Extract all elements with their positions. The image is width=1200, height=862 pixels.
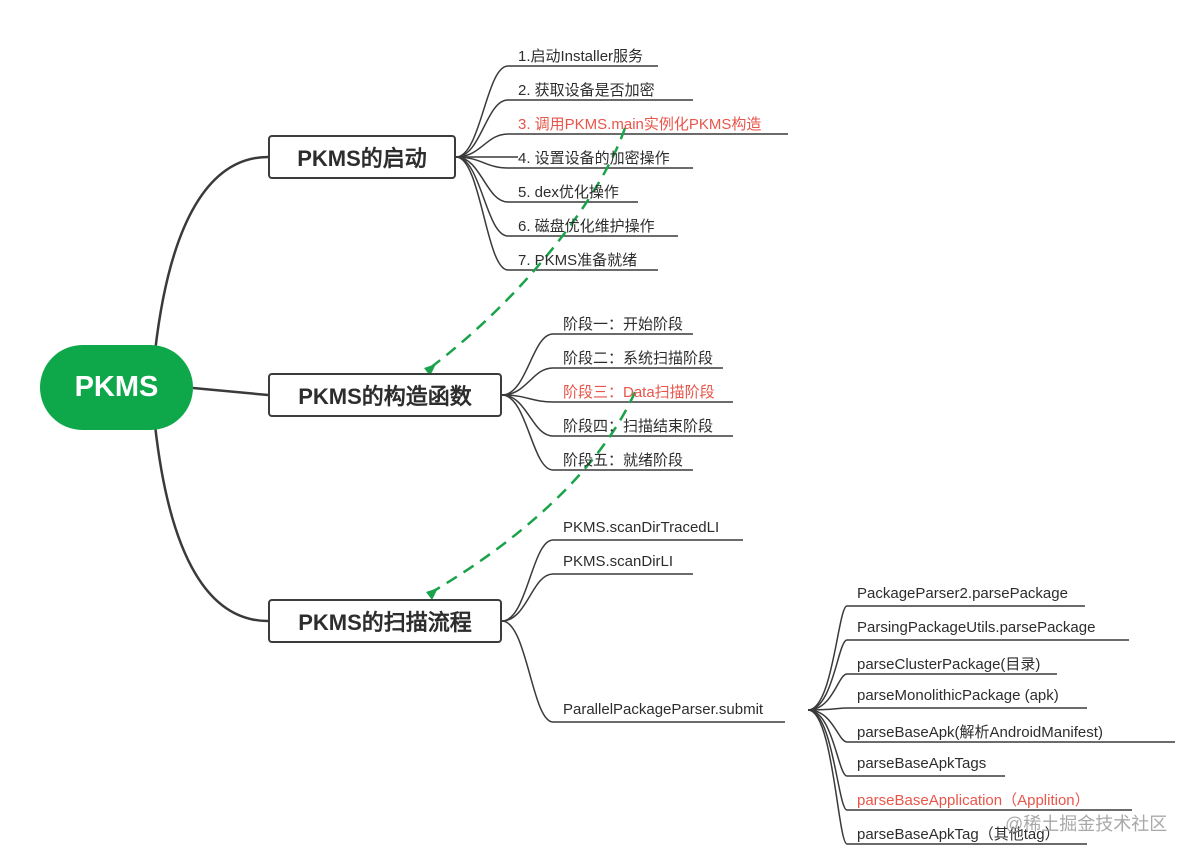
leaf-connector <box>455 65 658 158</box>
leaf-node[interactable]: 阶段五：就绪阶段 <box>563 452 684 469</box>
root-node[interactable]: PKMS <box>40 345 193 430</box>
leaf-node[interactable]: 7. PKMS准备就绪 <box>518 252 638 269</box>
link-root-constructor <box>192 386 269 397</box>
leaf-connector <box>807 709 1005 777</box>
arrowhead-icon <box>426 588 438 600</box>
leaf-node[interactable]: 6. 磁盘优化维护操作 <box>518 218 655 235</box>
arrowhead-icon <box>424 364 436 376</box>
branch-pkms-startup[interactable]: PKMS的启动 <box>268 135 456 179</box>
leaf-node[interactable]: parseMonolithicPackage (apk) <box>857 687 1059 704</box>
leaf-node[interactable]: 1.启动Installer服务 <box>518 48 644 65</box>
leaf-connector <box>501 394 693 471</box>
leaf-connector <box>501 620 785 723</box>
leaf-node[interactable]: parseBaseApkTag（其他tag） <box>857 826 1060 843</box>
leaf-node[interactable]: 4. 设置设备的加密操作 <box>518 150 670 167</box>
leaf-connector <box>807 605 1085 711</box>
leaf-connector <box>807 709 1175 743</box>
branch-pkms-constructor[interactable]: PKMS的构造函数 <box>268 373 502 417</box>
leaf-connector <box>501 394 733 403</box>
relationship-arrow-2 <box>431 391 637 594</box>
leaf-node[interactable]: PKMS.scanDirLI <box>563 553 674 570</box>
leaf-node[interactable]: ParallelPackageParser.submit <box>563 701 764 718</box>
leaf-connector <box>501 367 723 396</box>
watermark: @稀土掘金技术社区 <box>1005 814 1168 834</box>
relationship-arrow-1 <box>429 127 627 369</box>
leaf-node[interactable]: PackageParser2.parsePackage <box>857 585 1068 602</box>
leaf-connector <box>501 539 743 622</box>
leaf-node[interactable]: ParsingPackageUtils.parsePackage <box>857 619 1096 636</box>
leaf-node[interactable]: 阶段四：扫描结束阶段 <box>563 418 714 435</box>
leaf-connector <box>455 99 693 158</box>
link-root-startup <box>153 155 269 353</box>
leaf-node[interactable]: 阶段三：Data扫描阶段 <box>563 384 715 401</box>
leaf-connector <box>455 156 658 271</box>
leaf-connector <box>807 709 1087 845</box>
leaf-node[interactable]: PKMS.scanDirTracedLI <box>563 519 720 536</box>
leaf-node[interactable]: parseBaseApk(解析AndroidManifest) <box>857 724 1103 741</box>
leaf-node[interactable]: 5. dex优化操作 <box>518 184 619 201</box>
leaf-connector <box>455 156 638 203</box>
leaf-connector <box>807 639 1129 711</box>
leaf-connector <box>501 394 733 437</box>
leaf-node[interactable]: 阶段一：开始阶段 <box>563 316 684 333</box>
leaf-connector <box>501 333 693 396</box>
leaf-node[interactable]: parseClusterPackage(目录) <box>857 656 1041 673</box>
leaf-node[interactable]: 3. 调用PKMS.main实例化PKMS构造 <box>518 116 762 133</box>
leaf-connector <box>455 156 693 169</box>
leaf-connector <box>807 673 1057 711</box>
leaf-node[interactable]: parseBaseApplication（Applition） <box>857 792 1090 809</box>
leaf-node[interactable]: 阶段二：系统扫描阶段 <box>563 350 714 367</box>
link-root-scan <box>153 424 269 623</box>
branch-pkms-scan-flow[interactable]: PKMS的扫描流程 <box>268 599 502 643</box>
leaf-connector <box>501 573 693 622</box>
leaf-connector <box>455 156 678 237</box>
leaf-node[interactable]: parseBaseApkTags <box>857 755 987 772</box>
leaf-node[interactable]: 2. 获取设备是否加密 <box>518 82 655 99</box>
leaf-connector <box>455 133 788 158</box>
leaf-connector <box>807 707 1087 711</box>
